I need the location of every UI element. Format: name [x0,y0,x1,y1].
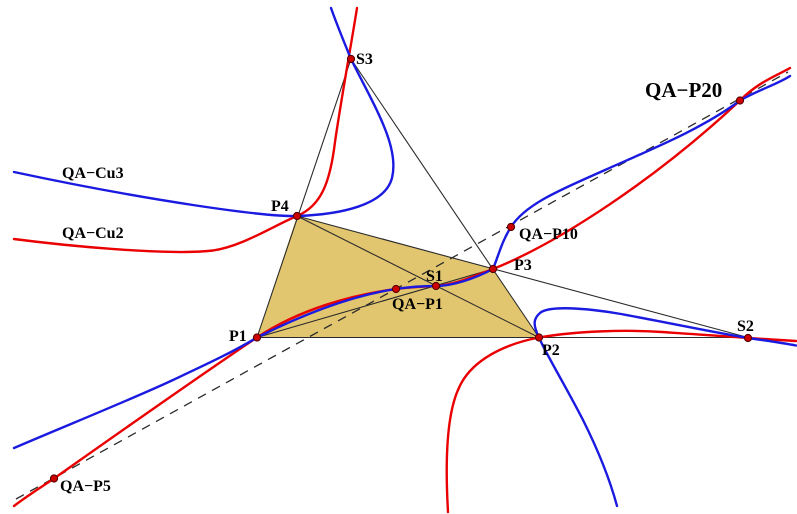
dashed-line-QAP5-QAP1-QAP10-QAP20 [15,71,789,500]
qa-cu3-branch-s3-p4-left [12,6,395,218]
label-QA-Cu2: QA−Cu2 [62,225,124,242]
label-QA-P5: QA−P5 [60,478,111,495]
point-P4 [292,211,302,221]
qa-cu2-branch-p2-s2 [445,329,797,514]
label-QA-Cu3: QA−Cu3 [62,165,124,182]
line-P4-P3-S2 [296,215,749,339]
point-P2 [534,333,544,342]
quadrilateral-P1-P2-P3-P4 [257,216,539,338]
label-S1: S1 [426,268,443,285]
label-P2: P2 [542,342,560,359]
point-P1 [252,333,262,342]
label-S2: S2 [737,318,754,335]
line-P2-P3-S3 [350,58,540,338]
label-QA-P20: QA−P20 [645,78,722,102]
point-QA-P10 [506,222,516,232]
line-P1-P4-S3 [256,58,352,338]
label-P1: P1 [229,328,247,345]
label-S3: S3 [356,51,373,68]
qa-cu3-branch-main [12,74,792,450]
point-P3 [488,264,498,274]
label-QA-P1: QA−P1 [392,296,443,313]
diagonal-P1-P3 [256,268,494,339]
point-S1 [431,281,441,291]
point-QA-P20 [735,96,745,105]
point-QA-P5 [49,474,59,483]
qa-cu3-branch-p2-s2 [533,307,797,508]
point-QA-P1 [391,284,401,294]
point-S2 [743,333,753,343]
label-QA-P10: QA−P10 [519,226,578,243]
label-P3: P3 [514,257,532,274]
label-P4: P4 [271,198,289,215]
point-S3 [346,54,356,64]
diagonal-P2-P4 [296,215,540,338]
